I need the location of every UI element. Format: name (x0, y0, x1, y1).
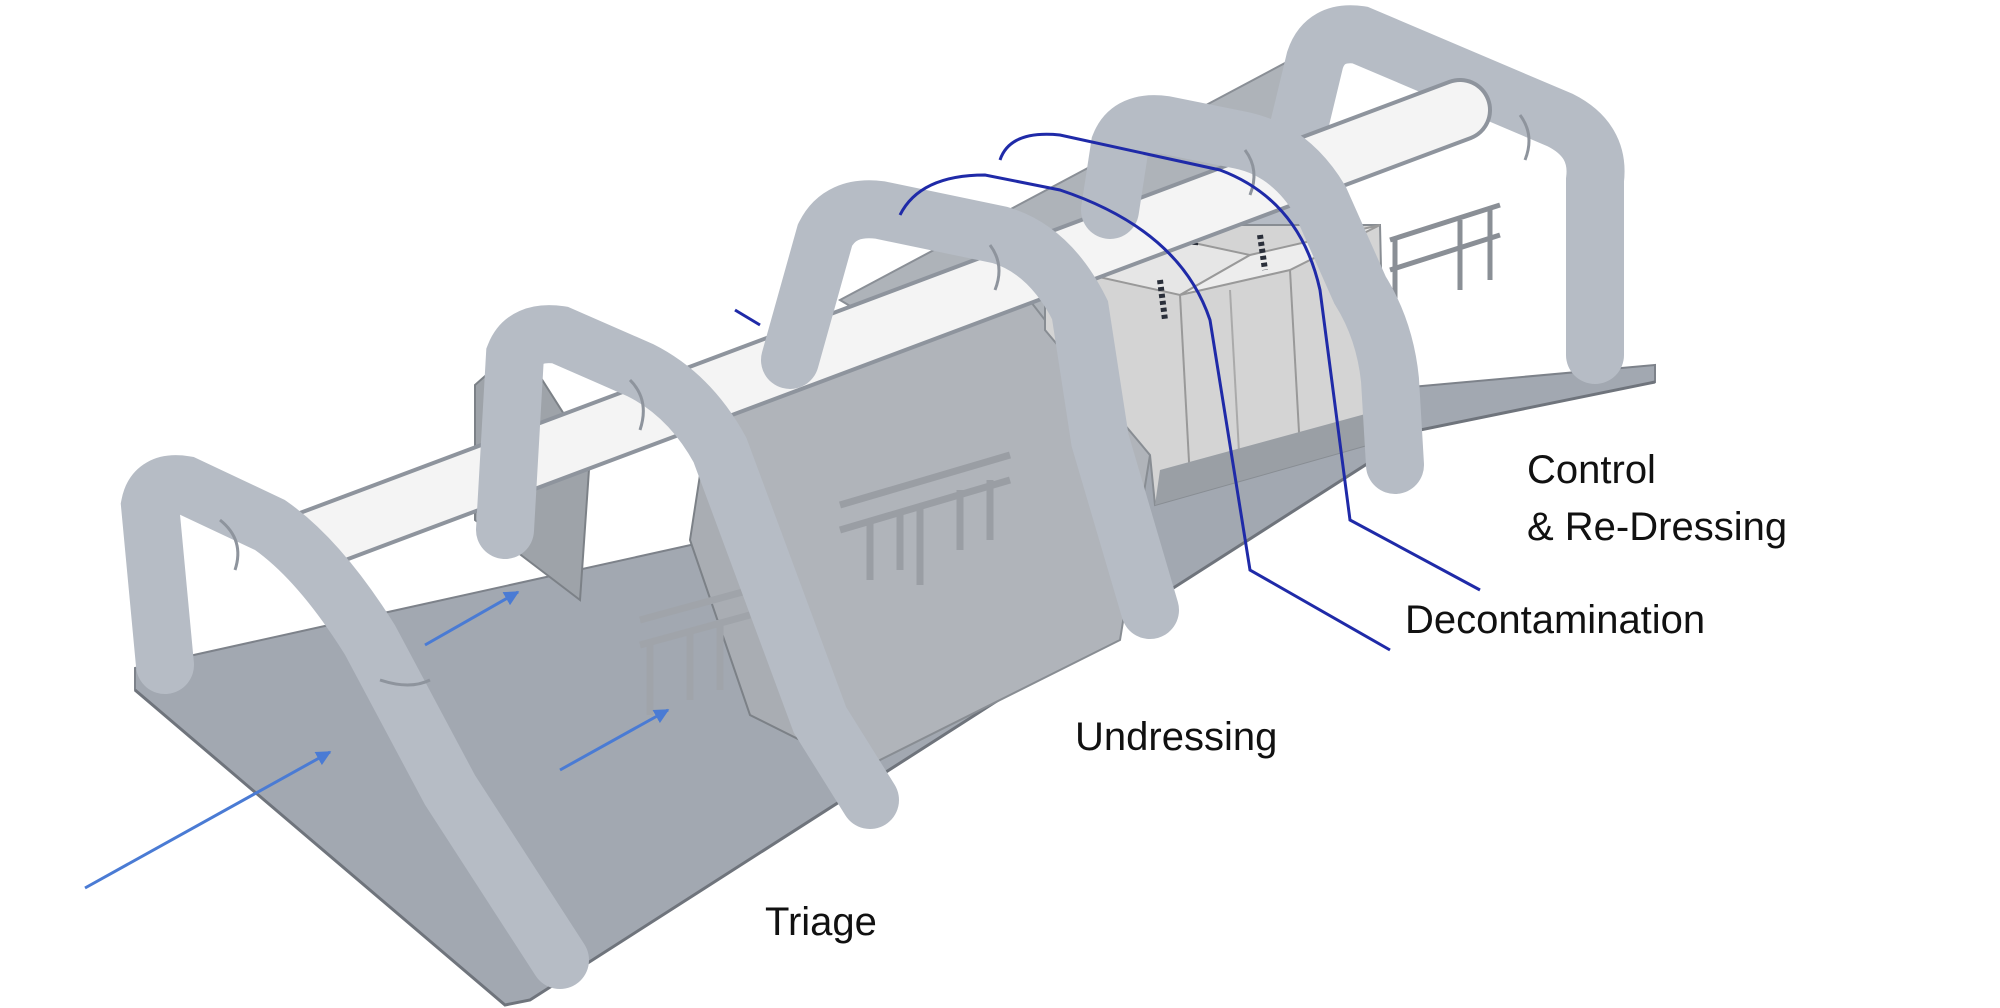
label-decontamination: Decontamination (1405, 598, 1705, 642)
flow-arrow-3 (559, 708, 670, 772)
zone-divider-lines (734, 132, 1481, 652)
arch-joints (219, 114, 1531, 687)
floor-edge (134, 380, 1656, 1007)
rear-shelf (1389, 202, 1501, 310)
label-triage: Triage (765, 900, 877, 944)
divider-undressing (734, 308, 761, 327)
divider-decontamination (898, 173, 1391, 652)
arch-2 (476, 305, 899, 829)
flow-arrow-2 (424, 590, 520, 647)
divider-control (998, 132, 1481, 592)
entry-flow-arrows (84, 590, 670, 890)
arch-4 (1081, 95, 1424, 494)
triage-bench (639, 586, 751, 715)
label-control-line2: & Re-Dressing (1527, 505, 1787, 549)
label-control-line1: Control (1527, 448, 1656, 492)
flow-arrow-main (84, 750, 332, 890)
arch-3 (761, 180, 1179, 639)
label-undressing: Undressing (1075, 715, 1277, 759)
rear-arch (1216, 5, 1625, 384)
front-arch (120, 455, 589, 989)
undressing-benches (839, 451, 1011, 585)
